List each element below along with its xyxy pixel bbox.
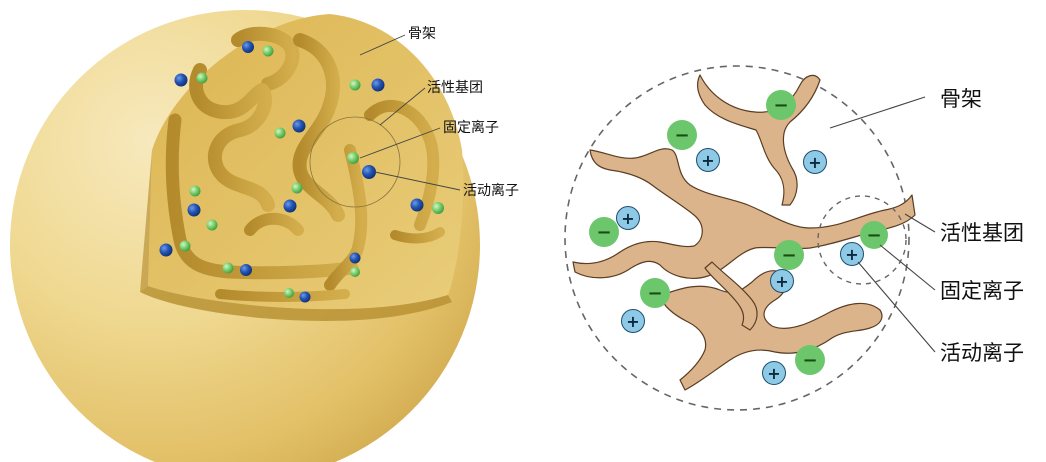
green-fixed-ion — [432, 202, 444, 214]
blue-mobile-ion — [350, 253, 361, 264]
fixed-ion-symbol: − — [781, 245, 796, 266]
green-fixed-ion — [284, 288, 294, 298]
green-fixed-ion — [180, 241, 191, 252]
mobile-ion-symbol: + — [621, 209, 634, 228]
blue-mobile-ion — [160, 244, 173, 257]
green-fixed-ion — [350, 80, 361, 91]
mobile-ion-symbol: + — [775, 272, 788, 291]
resin-bead — [10, 10, 480, 462]
label-mobile-ion-right: 活动离子 — [940, 341, 1024, 365]
green-fixed-ion — [207, 220, 218, 231]
green-fixed-ion — [190, 186, 201, 197]
fixed-ion-symbol: − — [802, 350, 817, 371]
label-skeleton-left: 骨架 — [408, 26, 436, 42]
label-fixed-ion-right: 固定离子 — [940, 279, 1024, 303]
blue-mobile-ion — [372, 79, 385, 92]
mobile-ion-symbol: + — [626, 312, 639, 331]
label-active-group-left: 活性基团 — [427, 79, 483, 96]
green-fixed-ion — [197, 73, 208, 84]
label-fixed-ion-left: 固定离子 — [443, 119, 499, 136]
fixed-ion-symbol: − — [866, 225, 881, 246]
green-fixed-ion — [223, 263, 234, 274]
blue-mobile-ion — [284, 200, 297, 213]
mobile-ion-symbol: + — [767, 364, 780, 383]
blue-mobile-ion — [293, 120, 306, 133]
blue-mobile-ion — [242, 41, 254, 53]
green-fixed-ion — [292, 183, 303, 194]
fixed-ion-symbol: − — [596, 222, 611, 243]
blue-mobile-ion — [175, 74, 188, 87]
green-fixed-ion — [275, 128, 286, 139]
blue-mobile-ion — [300, 292, 311, 303]
blue-mobile-ion — [240, 264, 252, 276]
fixed-ion-symbol: − — [773, 95, 788, 116]
green-fixed-ion-highlight — [347, 152, 359, 164]
mobile-ion-symbol: + — [701, 151, 714, 170]
blue-mobile-ion-highlight — [362, 165, 376, 179]
label-mobile-ion-left: 活动离子 — [463, 182, 519, 199]
blue-mobile-ion — [411, 199, 424, 212]
blue-mobile-ion — [188, 204, 201, 217]
green-fixed-ion — [263, 46, 274, 57]
label-skeleton-right: 骨架 — [940, 87, 982, 111]
fixed-ion-symbol: − — [647, 283, 662, 304]
green-fixed-ion — [350, 267, 360, 277]
label-active-group-right: 活性基团 — [940, 221, 1024, 245]
fixed-ion-symbol: − — [674, 125, 689, 146]
mobile-ion-symbol: + — [808, 153, 821, 172]
mobile-ion-symbol: + — [845, 245, 858, 264]
